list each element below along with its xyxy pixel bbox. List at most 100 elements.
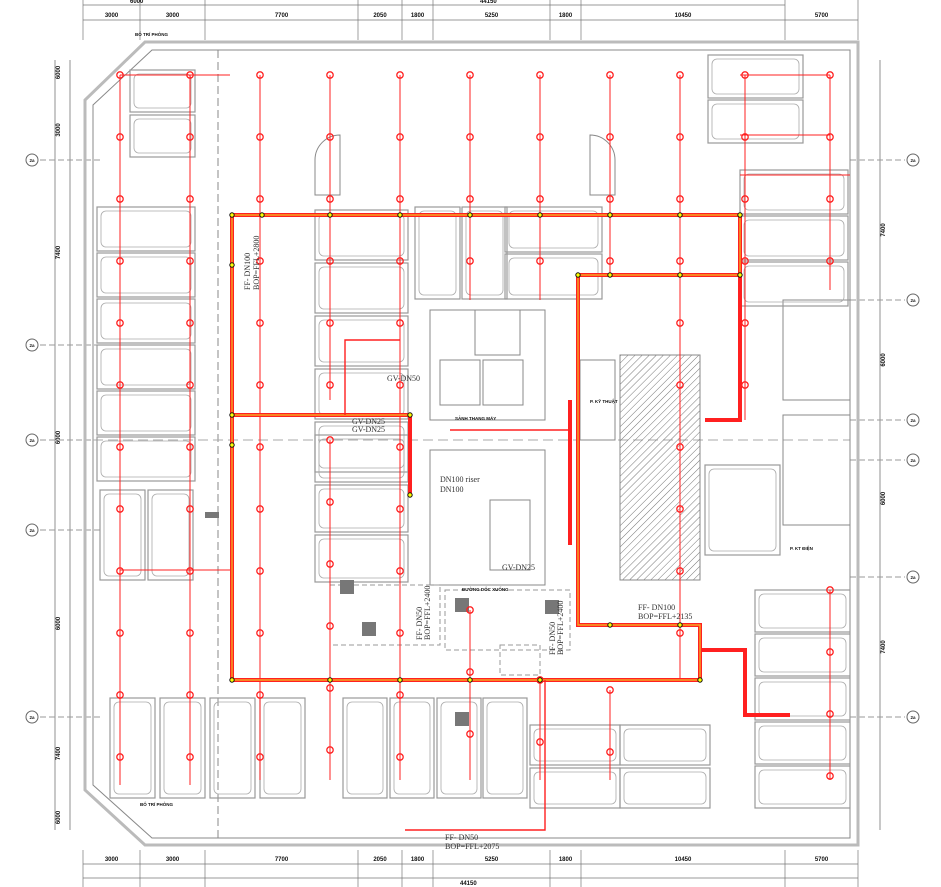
stall-outline — [314, 209, 409, 261]
sprinkler-head-icon — [326, 195, 334, 203]
sprinkler-head-icon — [606, 257, 614, 265]
stall-outline — [129, 69, 196, 113]
sprinkler-head-icon — [186, 567, 194, 575]
car-icon — [318, 438, 405, 479]
stall-outline — [314, 484, 409, 533]
columns — [205, 512, 559, 726]
sprinkler-head-icon — [256, 443, 264, 451]
parking-stall — [129, 114, 196, 158]
sprinkler-head-icon — [606, 748, 614, 756]
parking-stall — [707, 54, 804, 99]
dimension-text-right: 6000 — [881, 491, 887, 505]
grid-label: 2a — [910, 575, 916, 580]
sprinkler-head-icon — [116, 257, 124, 265]
sprinkler-head-icon — [676, 567, 684, 575]
stall-outline — [504, 206, 603, 253]
pipe-label-left-size: FF- DN100 — [243, 253, 252, 290]
parking-stall — [259, 697, 306, 799]
pipe-label-right-elev: BOP=FFL+2135 — [638, 612, 692, 621]
parking-stall — [314, 209, 409, 261]
sprinkler-head-icon — [326, 622, 334, 630]
parking-stall — [436, 697, 482, 799]
car-icon — [100, 440, 192, 478]
sprinkler-head-icon — [396, 505, 404, 513]
pipe-fitting-icon — [467, 677, 473, 683]
parking-stall — [389, 697, 435, 799]
sprinkler-head-icon — [606, 133, 614, 141]
pipe-fitting-icon — [737, 272, 743, 278]
parking-stall — [739, 261, 849, 307]
dimension-texts: 3000300030003000770077002050205018001800… — [56, 13, 887, 863]
sprinkler-head-icon — [186, 753, 194, 761]
stall-outline — [704, 464, 781, 556]
sprinkler-head-icon — [186, 629, 194, 637]
stall-outline — [754, 677, 851, 721]
dimension-text-top: 10450 — [675, 13, 692, 19]
parking-stall — [342, 697, 388, 799]
stall-outline — [96, 298, 196, 344]
valve-label-4: GV-DN25 — [502, 563, 535, 572]
car-icon — [623, 771, 707, 805]
sprinkler-head-icon — [676, 195, 684, 203]
pipe-fitting-icon — [677, 272, 683, 278]
sprinkler-head-icon — [466, 133, 474, 141]
grid-label: 2a — [29, 438, 35, 443]
room-elevator-label: SẢNH THANG MÁY — [455, 415, 496, 421]
stall-outline — [754, 721, 851, 765]
sprinkler-head-icon — [676, 319, 684, 327]
pipe-fitting-icon — [467, 212, 473, 218]
grid-bubble — [906, 153, 920, 167]
dimension-text-left: 7400 — [56, 245, 62, 259]
car-icon — [508, 210, 599, 249]
room-tech-label: P. KT ĐIỆN — [790, 544, 813, 551]
car-icon — [213, 701, 252, 795]
grid-bubble — [906, 570, 920, 584]
grid-label: 2a — [910, 298, 916, 303]
dimension-text-left: 7400 — [56, 746, 62, 760]
pipe-fitting-icon — [397, 212, 403, 218]
sprinkler-head-icon — [116, 133, 124, 141]
pipe-label-bottom-elev: BOP=FFL+2075 — [445, 842, 499, 851]
car-icon — [440, 701, 478, 795]
riser-label-2: DN100 — [440, 485, 464, 494]
sprinkler-head-icon — [396, 443, 404, 451]
dimension-text-left: 3000 — [56, 123, 62, 137]
pipe-fitting-icon — [407, 412, 413, 418]
stall-outline — [619, 724, 711, 766]
pipe-fitting-icon — [407, 492, 413, 498]
stall-outline — [389, 697, 435, 799]
grid-bubble — [25, 338, 39, 352]
pipe-fitting-icon — [229, 412, 235, 418]
sprinkler-head-icon — [536, 738, 544, 746]
car-icon — [758, 725, 847, 761]
stall-outline — [99, 489, 146, 581]
dimension-text-bottom: 2050 — [373, 857, 387, 863]
riser-label-1: DN100 riser — [440, 475, 480, 484]
stall-outline — [96, 436, 196, 482]
sprinkler-head-icon — [741, 195, 749, 203]
dimension-text-top: 1800 — [411, 13, 425, 19]
grid-bubble — [906, 293, 920, 307]
sprinkler-head-icon — [676, 443, 684, 451]
stall-outline — [342, 697, 388, 799]
parking-stall — [159, 697, 206, 799]
sprinkler-head-icon — [676, 257, 684, 265]
sprinkler-head-icon — [256, 319, 264, 327]
sprinkler-head-icon — [826, 586, 834, 594]
car-icon — [113, 701, 152, 795]
stall-outline — [461, 206, 508, 300]
sprinkler-head-icon — [826, 133, 834, 141]
grid-label: 2a — [910, 715, 916, 720]
sprinkler-head-icon — [676, 629, 684, 637]
valve-label-2: GV-DN25 — [352, 417, 385, 426]
parking-stall — [529, 724, 621, 766]
dimension-text-top: 5700 — [815, 13, 829, 19]
sprinkler-head-icon — [116, 691, 124, 699]
sprinkler-head-icon — [536, 133, 544, 141]
sprinkler-head-icon — [256, 567, 264, 575]
sprinkler-head-icon — [676, 505, 684, 513]
parking-stall — [96, 298, 196, 344]
parking-stall — [314, 484, 409, 533]
parking-stall — [739, 215, 849, 261]
